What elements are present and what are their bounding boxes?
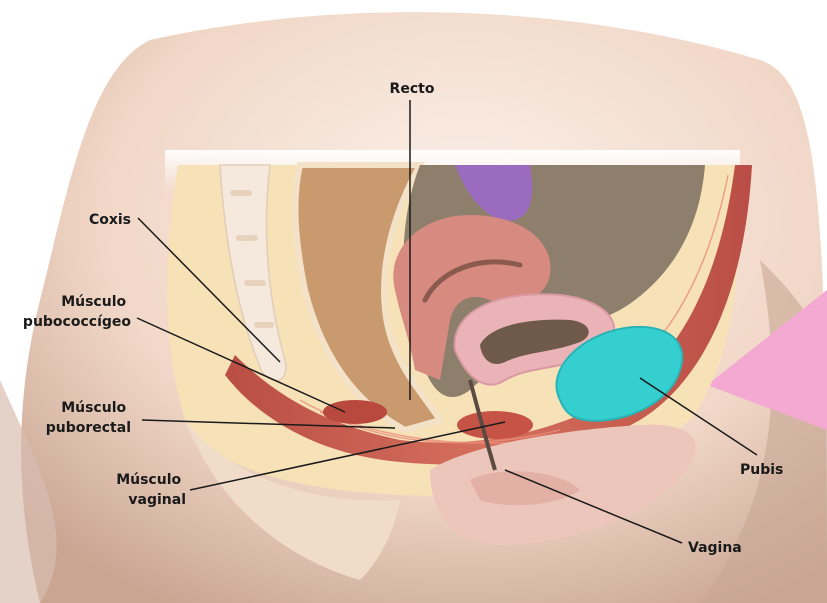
puborectal-muscle-bulge <box>323 400 387 424</box>
label-puborectal-line1: Músculo <box>61 400 126 416</box>
label-vagina: Vagina <box>688 540 742 556</box>
label-pubococcigeo-line2: pubococcígeo <box>23 314 131 330</box>
label-pubis: Pubis <box>740 462 783 478</box>
label-vaginal-line2: vaginal <box>128 492 186 508</box>
label-puborectal-line2: puborectal <box>46 420 131 436</box>
label-vaginal-line1: Músculo <box>116 472 181 488</box>
label-pubococcigeo-line1: Músculo <box>61 294 126 310</box>
label-coxis: Coxis <box>89 212 131 228</box>
vaginal-muscle-bulge <box>457 411 533 439</box>
label-recto: Recto <box>390 81 435 97</box>
